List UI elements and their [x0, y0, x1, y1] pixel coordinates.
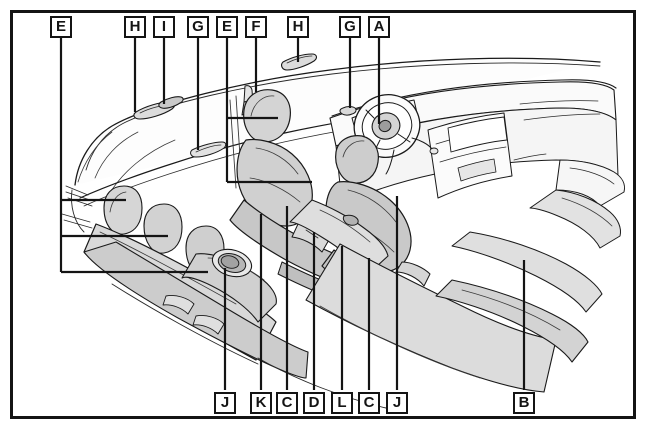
- callout-box-d[interactable]: D: [303, 392, 325, 414]
- callout-box-e-left[interactable]: E: [50, 16, 72, 38]
- callout-box-h-2[interactable]: H: [287, 16, 309, 38]
- grip-handle-g2: [339, 106, 357, 116]
- callout-box-g-1[interactable]: G: [187, 16, 209, 38]
- callout-box-k[interactable]: K: [250, 392, 272, 414]
- callout-box-e-mid[interactable]: E: [216, 16, 238, 38]
- leader-lines: [59, 38, 526, 390]
- callout-box-f[interactable]: F: [245, 16, 267, 38]
- callout-box-b[interactable]: B: [513, 392, 535, 414]
- rear-left-trim: [61, 213, 93, 229]
- assist-grip-g1: [190, 141, 227, 158]
- callout-box-h-1[interactable]: H: [124, 16, 146, 38]
- callout-box-i[interactable]: I: [153, 16, 175, 38]
- callout-box-l[interactable]: L: [331, 392, 353, 414]
- callout-box-g-2[interactable]: G: [339, 16, 361, 38]
- callout-box-c-2[interactable]: C: [358, 392, 380, 414]
- callout-box-a[interactable]: A: [368, 16, 390, 38]
- rear-seat-assembly: [83, 185, 309, 379]
- assist-grip-i: [158, 96, 184, 109]
- right-door-trim: [529, 189, 621, 249]
- callout-box-j-2[interactable]: J: [386, 392, 408, 414]
- diagram-frame: [10, 10, 636, 419]
- callout-box-j-1[interactable]: J: [214, 392, 236, 414]
- callout-box-c-1[interactable]: C: [276, 392, 298, 414]
